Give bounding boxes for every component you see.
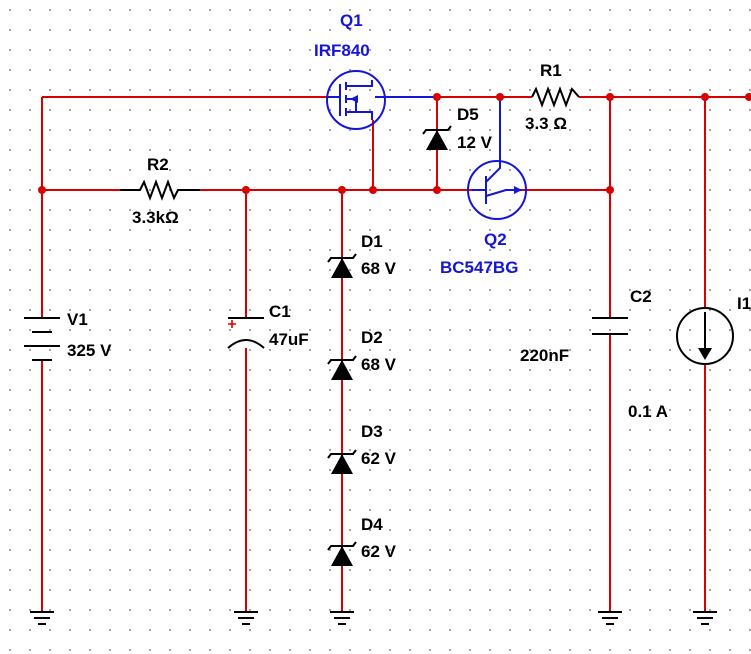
junctions [38,93,751,194]
r2-ref-label: R2 [147,155,169,174]
junction-dot [242,186,250,194]
nmos-transistor-icon [326,70,386,130]
d2-bar [327,355,357,365]
d1-value-label: 68 V [361,259,397,278]
d1-bar [327,253,357,263]
r2-value-label: 3.3kΩ [132,208,179,227]
junction-dot [38,186,46,194]
d4-bar [327,541,357,551]
d5-bar [422,125,452,135]
q1-gate [328,84,341,116]
ground-icon [234,611,258,625]
d4-zener[interactable] [327,541,357,566]
d3-value-label: 62 V [361,449,397,468]
d3-ref-label: D3 [361,422,383,441]
d2-value-label: 68 V [361,355,397,374]
q1-model-label: IRF840 [314,41,370,60]
ground-icon [330,611,354,625]
v1-source[interactable] [24,317,60,361]
q1-mosfet[interactable] [326,70,386,130]
ground-icon [30,611,54,625]
q2-arrow [514,186,522,194]
junction-dot [496,93,504,101]
i1-source[interactable] [676,307,734,365]
c1-plus-sign [228,320,236,328]
q2-base [472,176,487,204]
d4-value-label: 62 V [361,542,397,561]
d3-bar [327,449,357,459]
q1-arrow [350,95,358,103]
v1-value-label: 325 V [67,341,112,360]
d4-triangle [331,546,353,566]
r1-ref-label: R1 [540,61,562,80]
junction-dot [701,93,709,101]
r1-value-label: 3.3 Ω [525,114,567,133]
ground-icon [693,611,717,625]
d5-value-label: 12 V [457,133,493,152]
current-source-icon [676,307,734,365]
d1-zener[interactable] [327,253,357,278]
c1-ref-label: C1 [269,302,291,321]
c1-value-label: 47uF [269,330,309,349]
v1-ref-label: V1 [67,310,88,329]
d2-triangle [331,360,353,380]
npn-transistor-icon [467,160,527,220]
q2-model-label: BC547BG [440,258,518,277]
d3-zener[interactable] [327,449,357,474]
r1-resistor[interactable] [531,86,580,108]
q1-ref-label: Q1 [340,11,363,30]
d5-ref-label: D5 [457,105,479,124]
c2-ref-label: C2 [630,287,652,306]
junction-dot [433,186,441,194]
r2-resistor[interactable] [120,179,200,201]
i1-arrow-head [698,348,712,360]
i1-ref-label: I1 [737,294,751,313]
i1-value-label: 0.1 A [628,402,668,421]
d1-triangle [331,258,353,278]
q1-terminals [346,80,373,120]
junction-dot [606,186,614,194]
c1-plate-curved [227,339,265,349]
ground-icon [598,611,622,625]
grounds [30,611,717,625]
c2-value-label: 220nF [520,346,569,365]
labels: Q1 IRF840 R1 3.3 Ω R2 3.3kΩ D5 12 V Q2 B… [67,11,751,561]
d4-ref-label: D4 [361,515,383,534]
c2-capacitor[interactable] [592,317,628,335]
d5-zener[interactable] [422,125,452,150]
q2-ref-label: Q2 [484,230,507,249]
junction-dot [606,93,614,101]
junction-dot [369,186,377,194]
d2-zener[interactable] [327,355,357,380]
q2-collector [485,164,501,183]
wires [41,96,751,612]
q2-npn[interactable] [467,160,527,220]
d2-ref-label: D2 [361,328,383,347]
junction-dot [338,186,346,194]
d3-triangle [331,454,353,474]
d1-ref-label: D1 [361,232,383,251]
d5-triangle [426,130,448,150]
junction-dot [745,93,751,101]
junction-dot [433,93,441,101]
c1-capacitor[interactable] [227,317,265,349]
